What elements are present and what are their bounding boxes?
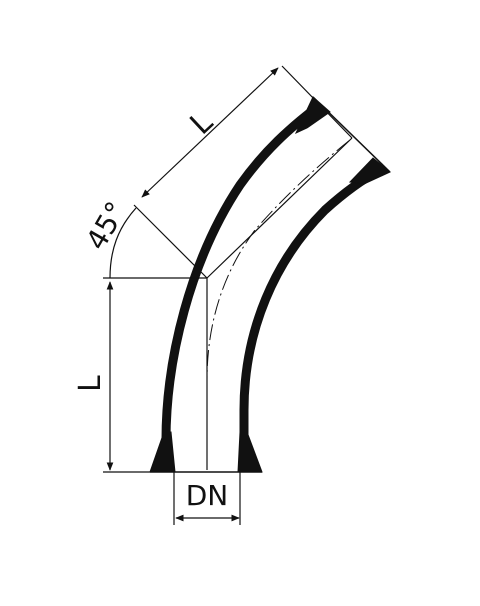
top-right-socket — [348, 157, 391, 185]
dimension-arrows — [106, 67, 279, 525]
outer-wall — [239, 166, 383, 472]
pipe-centerline — [206, 139, 351, 470]
bottom-left-socket — [149, 431, 176, 473]
angle-arc — [109, 207, 137, 279]
diameter-label: DN — [186, 479, 229, 512]
inner-wall — [161, 104, 319, 472]
angle-label: 45° — [79, 196, 132, 255]
angled-axis-line — [206, 137, 353, 279]
bottom-right-socket — [237, 431, 263, 473]
pipe-end-outlines — [150, 96, 391, 473]
center-lines — [206, 139, 351, 470]
top-end-line — [312, 96, 391, 173]
pipe-walls — [161, 104, 383, 472]
angle-reference-line — [133, 204, 208, 279]
construction-lines — [103, 65, 353, 473]
top-length-dimension — [141, 67, 279, 198]
top-extension-line — [281, 65, 353, 139]
top-length-label: L — [184, 105, 220, 142]
left-length-label: L — [73, 375, 108, 392]
